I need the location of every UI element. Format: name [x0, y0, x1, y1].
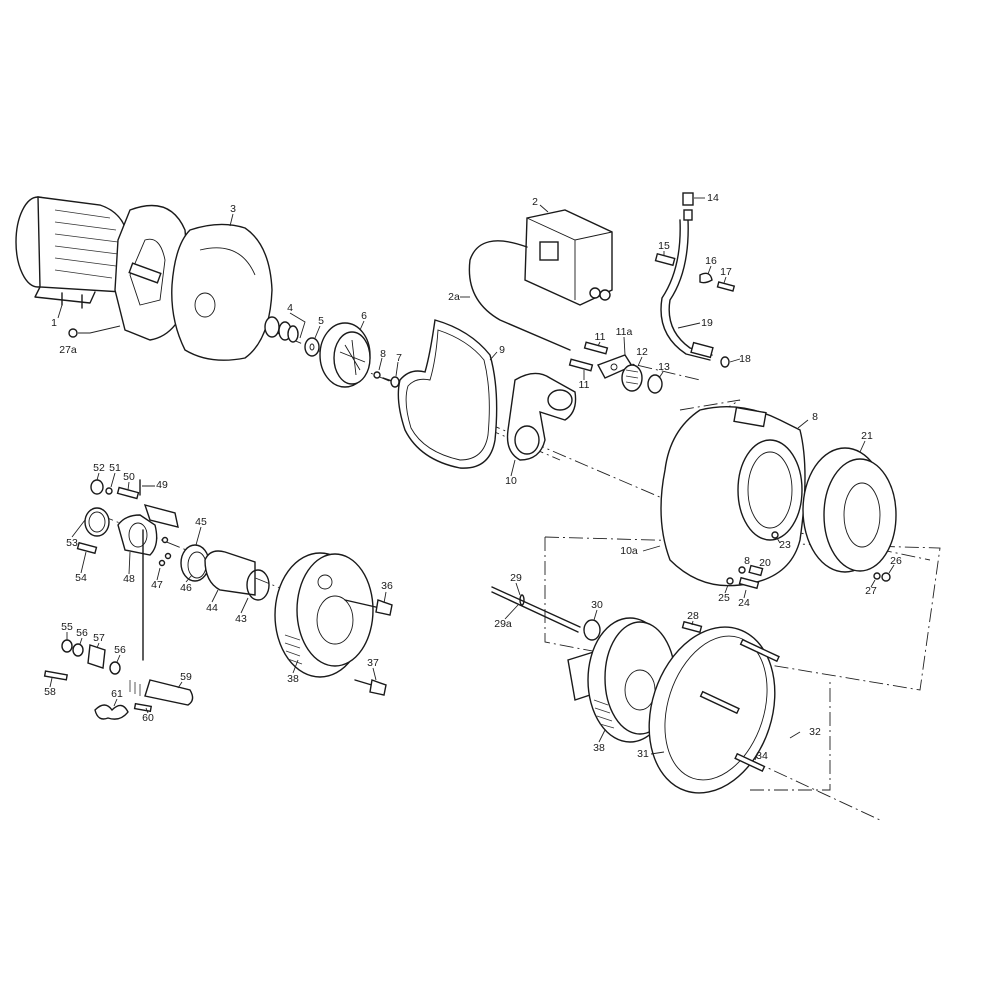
screw-part-28 [681, 620, 703, 634]
part-label-31: 31 [637, 747, 649, 760]
part-label-19: 19 [701, 316, 713, 329]
part-label-52: 52 [93, 461, 105, 474]
air-drum-part-38 [274, 552, 374, 678]
hose-part-19 [660, 209, 714, 361]
clip-part-16 [699, 265, 713, 284]
part-label-48: 48 [123, 572, 135, 585]
part-label-28: 28 [687, 609, 699, 622]
part-label-53: 53 [66, 536, 78, 549]
pin-part-15 [654, 251, 676, 267]
part-label-8: 8 [380, 347, 386, 360]
part-label-7: 7 [396, 351, 402, 364]
part-label-25: 25 [718, 591, 730, 604]
part-label-44: 44 [206, 601, 218, 614]
cable-part-2a [460, 240, 571, 351]
part-label-34: 34 [756, 749, 768, 762]
housing-plate-part-3 [171, 213, 273, 361]
part-label-9: 9 [499, 343, 505, 356]
washer-part-5 [304, 325, 321, 357]
gasket-part-9 [397, 319, 498, 469]
part-label-13: 13 [658, 360, 670, 373]
part-label-21: 21 [861, 429, 873, 442]
part-label-38: 38 [593, 741, 605, 754]
screw-part-37 [354, 667, 387, 696]
screw-part-36 [344, 591, 393, 616]
part-label-12: 12 [636, 345, 648, 358]
screw-part-17 [716, 276, 736, 292]
part-label-17: 17 [720, 265, 732, 278]
plug-part-14 [682, 192, 705, 206]
part-label-18: 18 [739, 352, 751, 365]
part-label-8: 8 [812, 410, 818, 423]
part-label-6: 6 [361, 309, 367, 322]
nozzle-part-12 [621, 356, 643, 392]
part-label-11: 11 [578, 378, 590, 391]
part-label-38: 38 [287, 672, 299, 685]
ring-part-31 [648, 626, 776, 794]
o-ring-part-13 [647, 371, 664, 394]
electrode-assembly [43, 529, 194, 720]
part-label-47: 47 [151, 578, 163, 591]
part-label-43: 43 [235, 612, 247, 625]
washer-part-8 [373, 357, 383, 379]
part-label-58: 58 [44, 685, 56, 698]
part-label-27a: 27a [59, 343, 77, 356]
impeller-part-6 [319, 320, 371, 388]
control-box-part-2 [524, 204, 613, 306]
nut-part-7 [382, 361, 400, 388]
washer-part-18 [720, 356, 741, 368]
bolt-part-11-lower [568, 358, 594, 380]
part-label-32: 32 [809, 725, 821, 738]
nozzle-holder-assembly [71, 472, 270, 614]
part-label-10: 10 [505, 474, 517, 487]
part-label-5: 5 [318, 314, 324, 327]
part-label-1: 1 [51, 316, 57, 329]
part-label-27: 27 [865, 584, 877, 597]
adapter-part-30 [583, 609, 601, 641]
part-label-14: 14 [707, 191, 719, 204]
bolt-set-part-32-34 [699, 638, 831, 791]
burner-housing-part-10a [642, 406, 809, 587]
motor-flange [68, 204, 191, 341]
part-label-2a: 2a [448, 290, 460, 303]
part-label-49: 49 [156, 478, 168, 491]
part-label-8: 8 [744, 554, 750, 567]
flange-plate-part-21 [802, 440, 897, 573]
part-label-61: 61 [111, 687, 123, 700]
part-label-50: 50 [123, 470, 135, 483]
bracket-part-10 [506, 372, 577, 477]
bolt-part-11-upper [583, 341, 609, 355]
part-label-3: 3 [230, 202, 236, 215]
part-label-11a: 11a [615, 325, 633, 338]
housing-hardware [724, 531, 895, 599]
part-label-23: 23 [779, 538, 791, 551]
part-label-45: 45 [195, 515, 207, 528]
shaft-seal-part-4 [264, 312, 306, 343]
part-label-10a: 10a [620, 544, 638, 557]
part-label-11: 11 [594, 330, 606, 343]
part-label-29: 29 [510, 571, 522, 584]
part-label-51: 51 [109, 461, 121, 474]
part-label-30: 30 [591, 598, 603, 611]
part-label-46: 46 [180, 581, 192, 594]
part-label-60: 60 [142, 711, 154, 724]
motor-part-1 [15, 196, 129, 319]
part-label-37: 37 [367, 656, 379, 669]
part-label-26: 26 [890, 554, 902, 567]
part-label-29a: 29a [494, 617, 512, 630]
part-label-56: 56 [76, 626, 88, 639]
draw-rod-part-29 [491, 582, 581, 633]
part-label-36: 36 [381, 579, 393, 592]
part-label-16: 16 [705, 254, 717, 267]
part-label-59: 59 [180, 670, 192, 683]
part-label-57: 57 [93, 631, 105, 644]
part-label-55: 55 [61, 620, 73, 633]
part-label-24: 24 [738, 596, 750, 609]
part-label-20: 20 [759, 556, 771, 569]
part-label-2: 2 [532, 195, 538, 208]
part-label-54: 54 [75, 571, 87, 584]
part-label-15: 15 [658, 239, 670, 252]
part-label-4: 4 [287, 301, 293, 314]
part-label-56: 56 [114, 643, 126, 656]
